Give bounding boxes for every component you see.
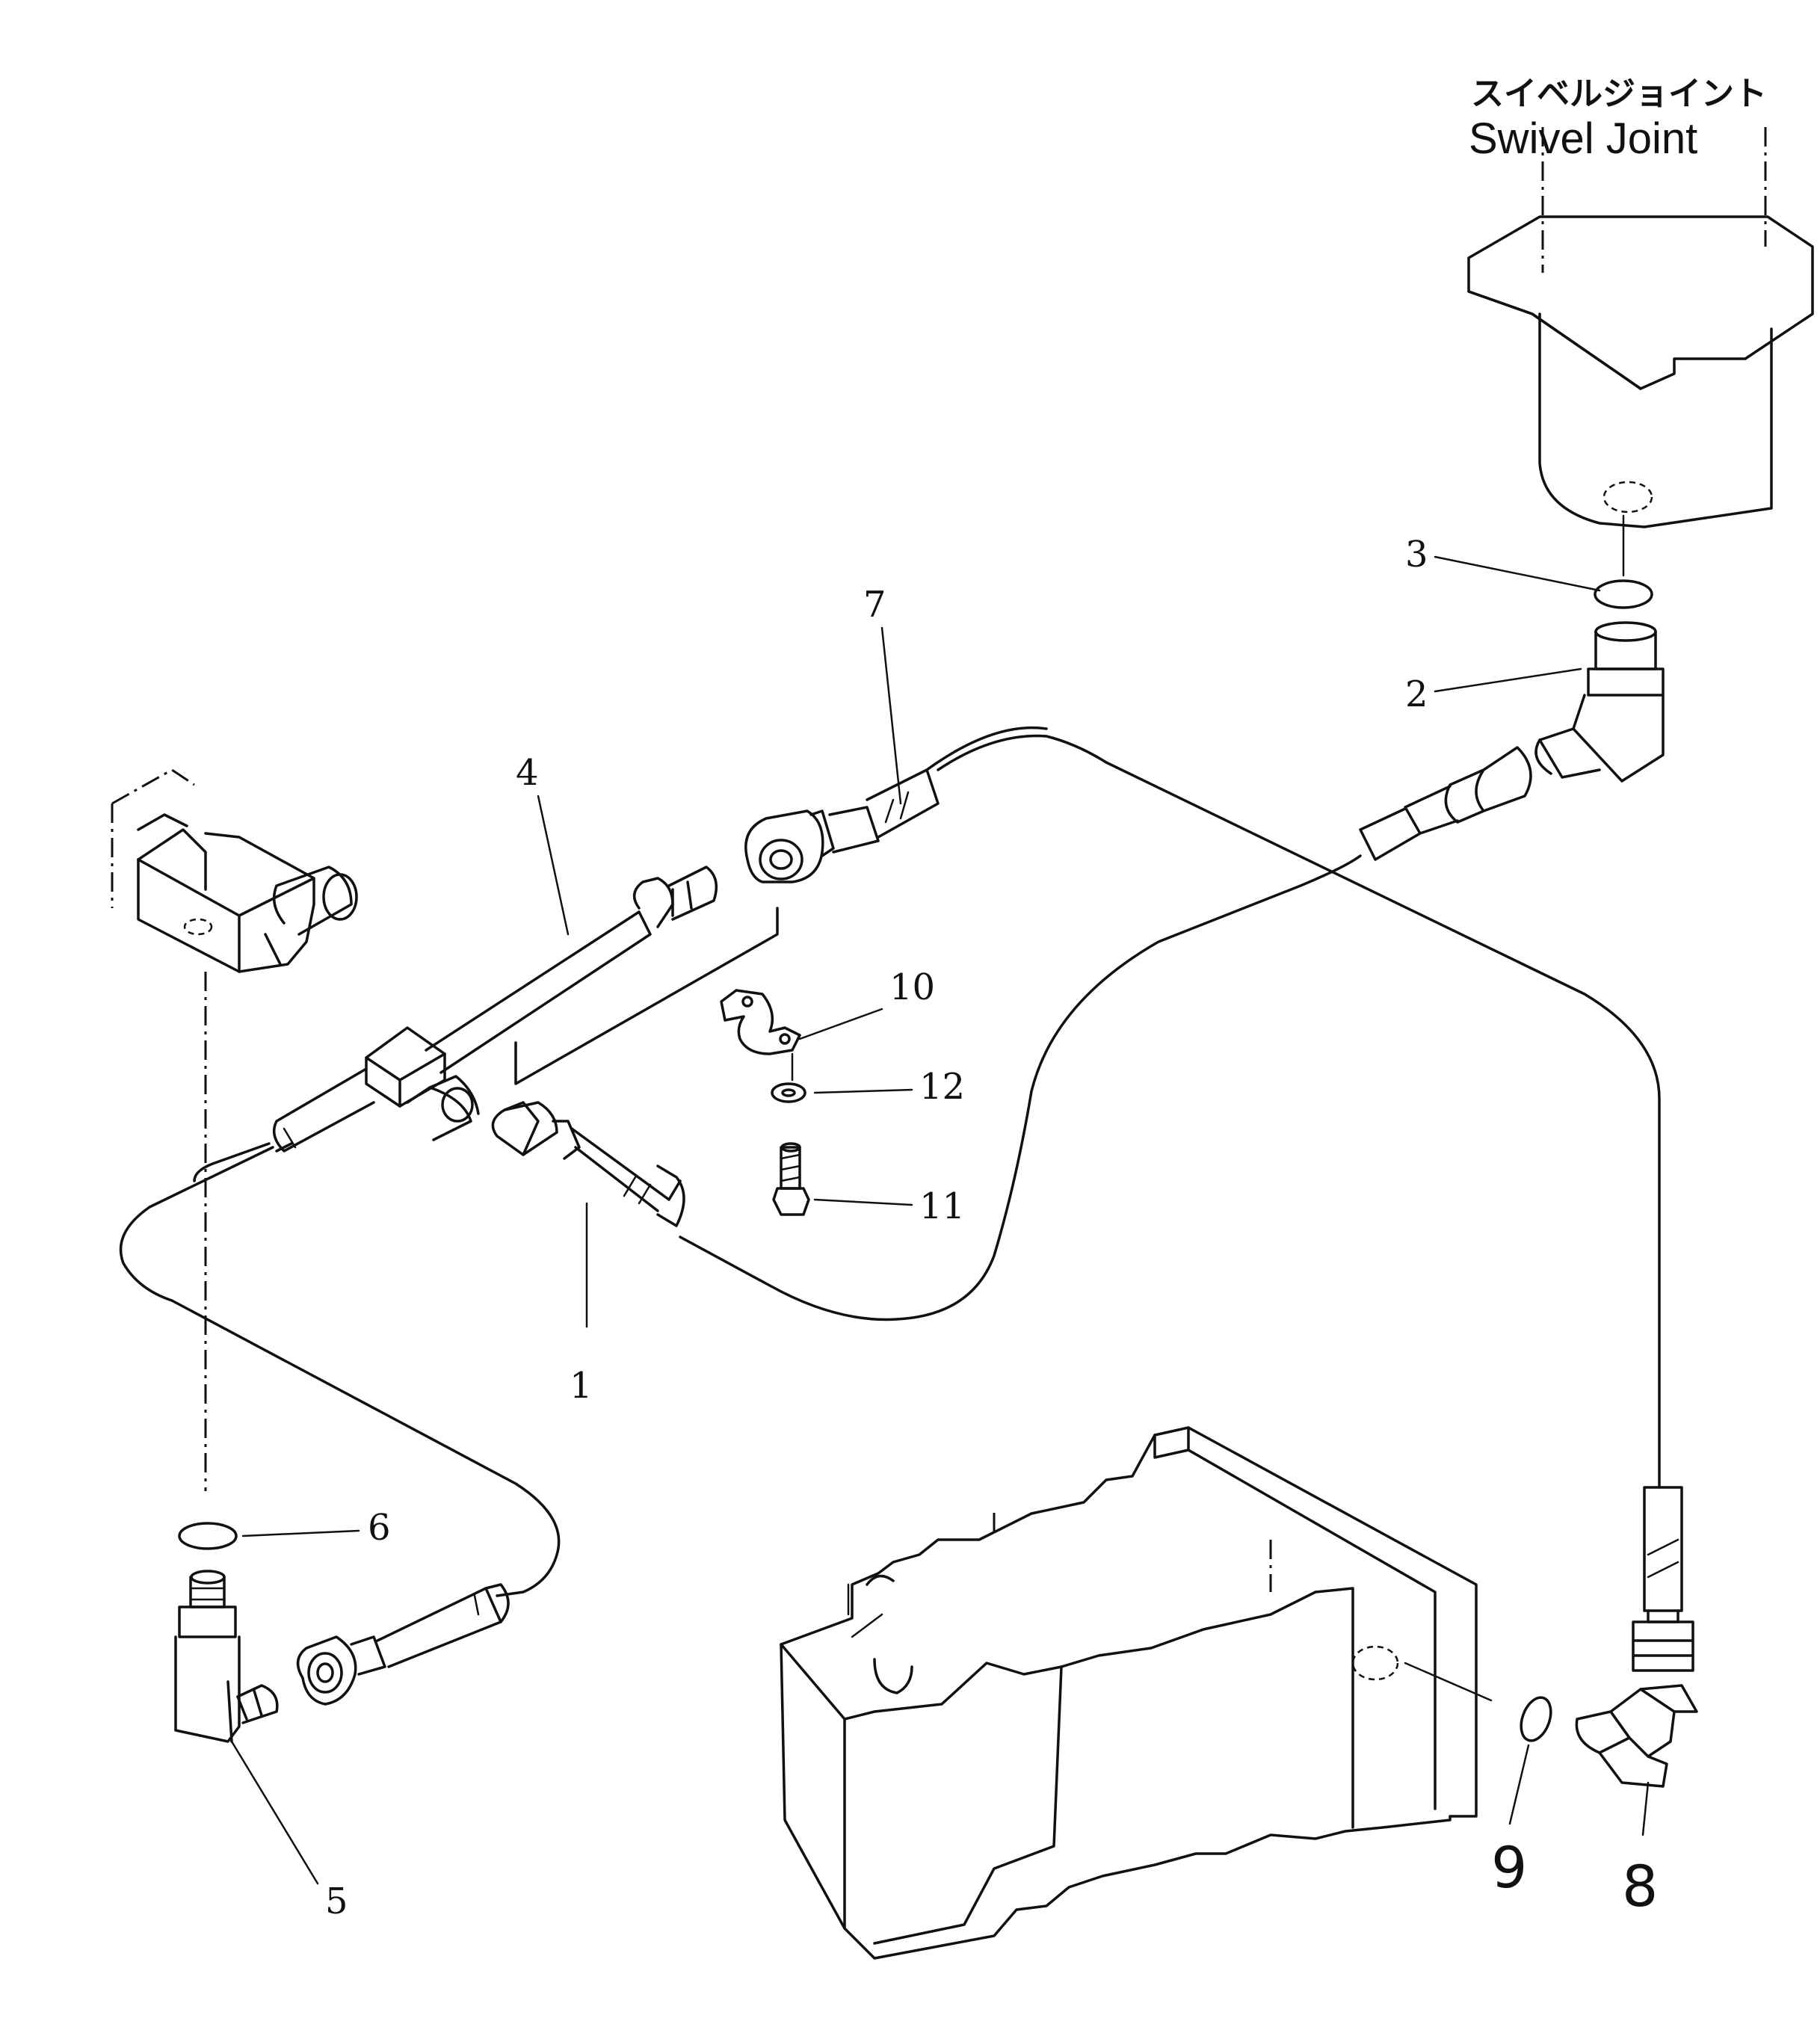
leader-lines: [537, 555, 1650, 1836]
swivel-joint: [1467, 127, 1814, 577]
clamp-10: [720, 989, 883, 1082]
o-ring-9: [1520, 1696, 1552, 1742]
hose-left-loop: [119, 1146, 561, 1597]
pipe-tee-4: [193, 866, 718, 1182]
callout-4: 4: [516, 752, 539, 794]
hose-end-1: [491, 1101, 685, 1227]
washer-12: [771, 1082, 913, 1103]
callout-10: 10: [889, 966, 935, 1008]
callout-1: 1: [570, 1365, 593, 1407]
o-ring-3: [1594, 579, 1653, 609]
callout-12: 12: [919, 1066, 965, 1108]
callout-2: 2: [1405, 673, 1428, 715]
travel-motor: [780, 1426, 1478, 1960]
valve-block-left: [111, 768, 358, 1491]
o-ring-6: [178, 1522, 238, 1550]
swivel-joint-title-en: Swivel Joint: [1469, 114, 1697, 163]
hose-end-5: [296, 1583, 510, 1706]
bolt-11: [772, 1142, 913, 1216]
elbow-fitting-5: [174, 1570, 319, 1885]
callout-7: 7: [863, 584, 886, 626]
callout-8: 8: [1622, 1853, 1658, 1919]
hose-end-8: [1632, 1486, 1694, 1672]
hose-7-line: [937, 734, 1661, 1489]
hose-1-line: [679, 854, 1362, 1321]
swivel-joint-title-jp: スイベルジョイント: [1471, 75, 1767, 113]
callout-11: 11: [919, 1185, 965, 1227]
elbow-fitting-2: [1534, 621, 1665, 783]
elbow-fitting-8: [1575, 1684, 1698, 1788]
callout-6: 6: [368, 1507, 391, 1549]
hose-end-7: [744, 768, 940, 883]
callout-3: 3: [1405, 534, 1428, 576]
callout-9: 9: [1491, 1834, 1527, 1901]
callout-5: 5: [325, 1881, 348, 1922]
hose-upper-right: [1359, 746, 1532, 861]
